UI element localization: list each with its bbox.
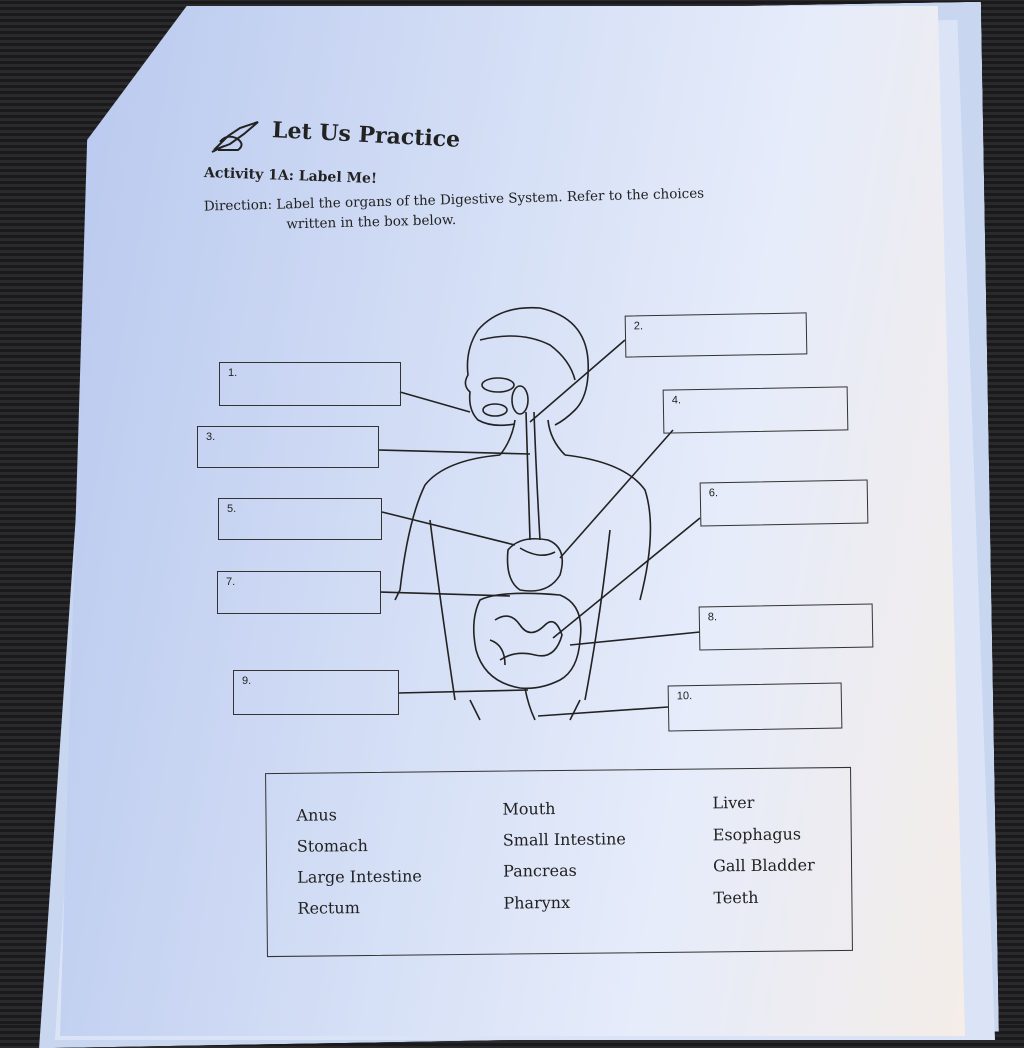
label-box-7[interactable]: 7. — [217, 571, 381, 614]
label-number: 4. — [671, 394, 682, 407]
label-number: 3. — [206, 431, 216, 443]
label-number: 5. — [227, 503, 237, 515]
choice-mouth: Mouth — [502, 799, 556, 819]
label-box-2[interactable]: 2. — [624, 312, 808, 358]
choice-liver: Liver — [712, 792, 755, 813]
label-box-1[interactable]: 1. — [219, 362, 401, 406]
worksheet-page — [60, 6, 965, 1036]
pencil-hand-icon — [211, 121, 259, 153]
choice-stomach: Stomach — [296, 836, 368, 856]
label-box-6[interactable]: 6. — [699, 479, 869, 527]
label-number: 7. — [226, 576, 236, 588]
label-number: 9. — [242, 675, 252, 687]
choice-gall-bladder: Gall Bladder — [712, 855, 815, 876]
label-number: 1. — [228, 367, 238, 379]
worksheet-content: Let Us Practice Activity 1A: Label Me! D… — [197, 117, 874, 958]
label-number: 8. — [707, 611, 718, 624]
label-number: 10. — [676, 690, 693, 703]
label-number: 6. — [708, 487, 719, 500]
label-box-3[interactable]: 3. — [197, 426, 379, 468]
label-box-4[interactable]: 4. — [662, 386, 849, 434]
choices-box: Anus Stomach Large Intestine Rectum Mout… — [265, 766, 853, 958]
choice-esophagus: Esophagus — [712, 824, 802, 845]
choice-small-intestine: Small Intestine — [502, 829, 626, 850]
choice-pancreas: Pancreas — [502, 860, 577, 881]
label-box-9[interactable]: 9. — [233, 670, 399, 715]
choice-anus: Anus — [296, 805, 337, 825]
choice-large-intestine: Large Intestine — [297, 866, 422, 887]
digestive-system-diagram — [377, 306, 701, 721]
choice-rectum: Rectum — [297, 898, 360, 918]
label-box-10[interactable]: 10. — [667, 682, 843, 732]
choice-pharynx: Pharynx — [503, 892, 571, 913]
label-box-8[interactable]: 8. — [698, 603, 874, 651]
label-number: 2. — [633, 320, 644, 333]
choice-teeth: Teeth — [713, 887, 759, 908]
label-box-5[interactable]: 5. — [218, 498, 382, 540]
